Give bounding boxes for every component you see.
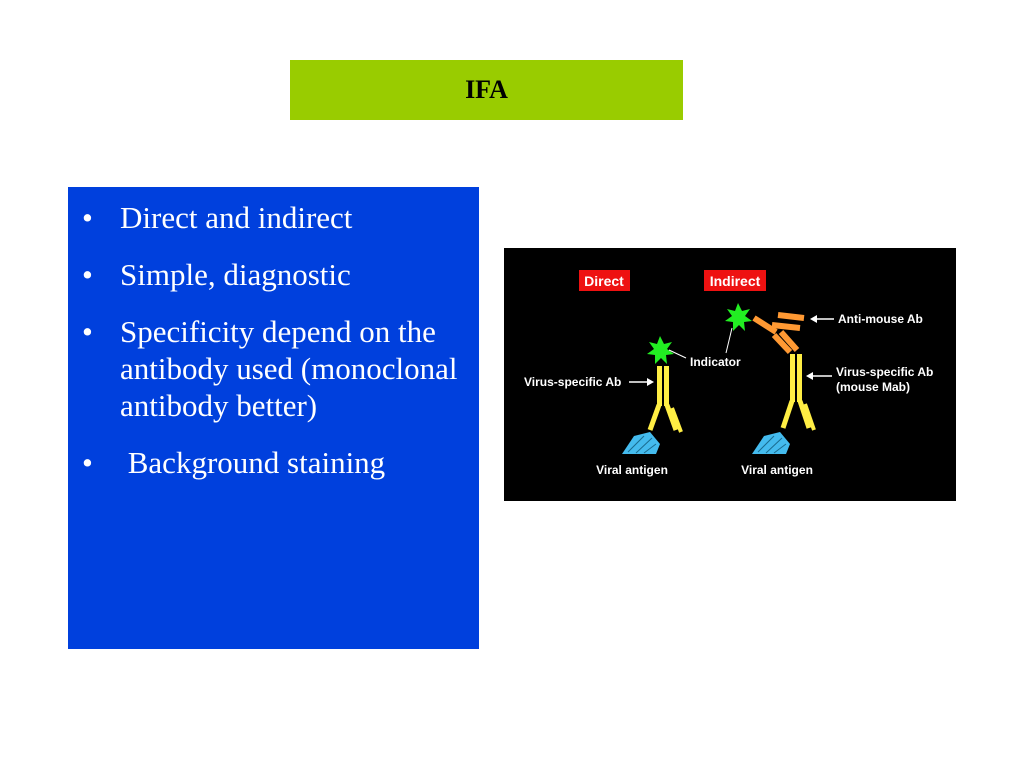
ifa-diagram-svg: Direct Indirect	[524, 270, 933, 477]
bullet-marker: •	[82, 314, 93, 349]
bullet-item: • Specificity depend on the antibody use…	[80, 313, 471, 424]
bullet-text: Simple, diagnostic	[120, 257, 351, 292]
slide-title-banner: IFA	[290, 60, 683, 120]
virus-specific-ab-right-label: Virus-specific Ab	[836, 365, 933, 379]
direct-tag-bg	[579, 270, 630, 291]
bullet-item: • Background staining	[80, 444, 471, 481]
bullet-text: Specificity depend on the antibody used …	[120, 314, 466, 423]
indirect-tag: Indirect	[710, 273, 761, 289]
viral-antigen-right-label: Viral antigen	[741, 463, 813, 477]
indirect-tag-bg	[704, 270, 766, 291]
direct-antibody	[647, 366, 683, 433]
bullet-text: Background staining	[120, 445, 386, 480]
arrow-right-icon	[647, 378, 654, 386]
bullet-text: Direct and indirect	[120, 200, 353, 235]
arrow-left-icon	[810, 315, 817, 323]
bullet-marker: •	[82, 200, 93, 235]
anti-mouse-antibody	[752, 312, 805, 355]
viral-antigen-indirect-icon	[752, 432, 790, 454]
indicator-star-direct-icon	[647, 336, 674, 364]
slide-title: IFA	[465, 75, 508, 104]
arrow-left-icon	[806, 372, 813, 380]
bullet-item: • Direct and indirect	[80, 199, 471, 236]
viral-antigen-direct-icon	[622, 432, 660, 454]
virus-specific-ab-left-label: Virus-specific Ab	[524, 375, 621, 389]
bullet-item: • Simple, diagnostic	[80, 256, 471, 293]
ifa-diagram: Direct Indirect	[504, 248, 956, 501]
bullet-marker: •	[82, 257, 93, 292]
indicator-star-indirect-icon	[725, 303, 752, 331]
indirect-primary-antibody	[780, 354, 816, 431]
mouse-mab-label: (mouse Mab)	[836, 380, 910, 394]
direct-tag: Direct	[584, 273, 624, 289]
anti-mouse-ab-label: Anti-mouse Ab	[838, 312, 923, 326]
viral-antigen-left-label: Viral antigen	[596, 463, 668, 477]
bullet-list: • Direct and indirect • Simple, diagnost…	[80, 199, 471, 481]
indicator-label: Indicator	[690, 355, 741, 369]
bullet-marker: •	[82, 445, 93, 480]
bullet-panel: • Direct and indirect • Simple, diagnost…	[68, 187, 479, 649]
